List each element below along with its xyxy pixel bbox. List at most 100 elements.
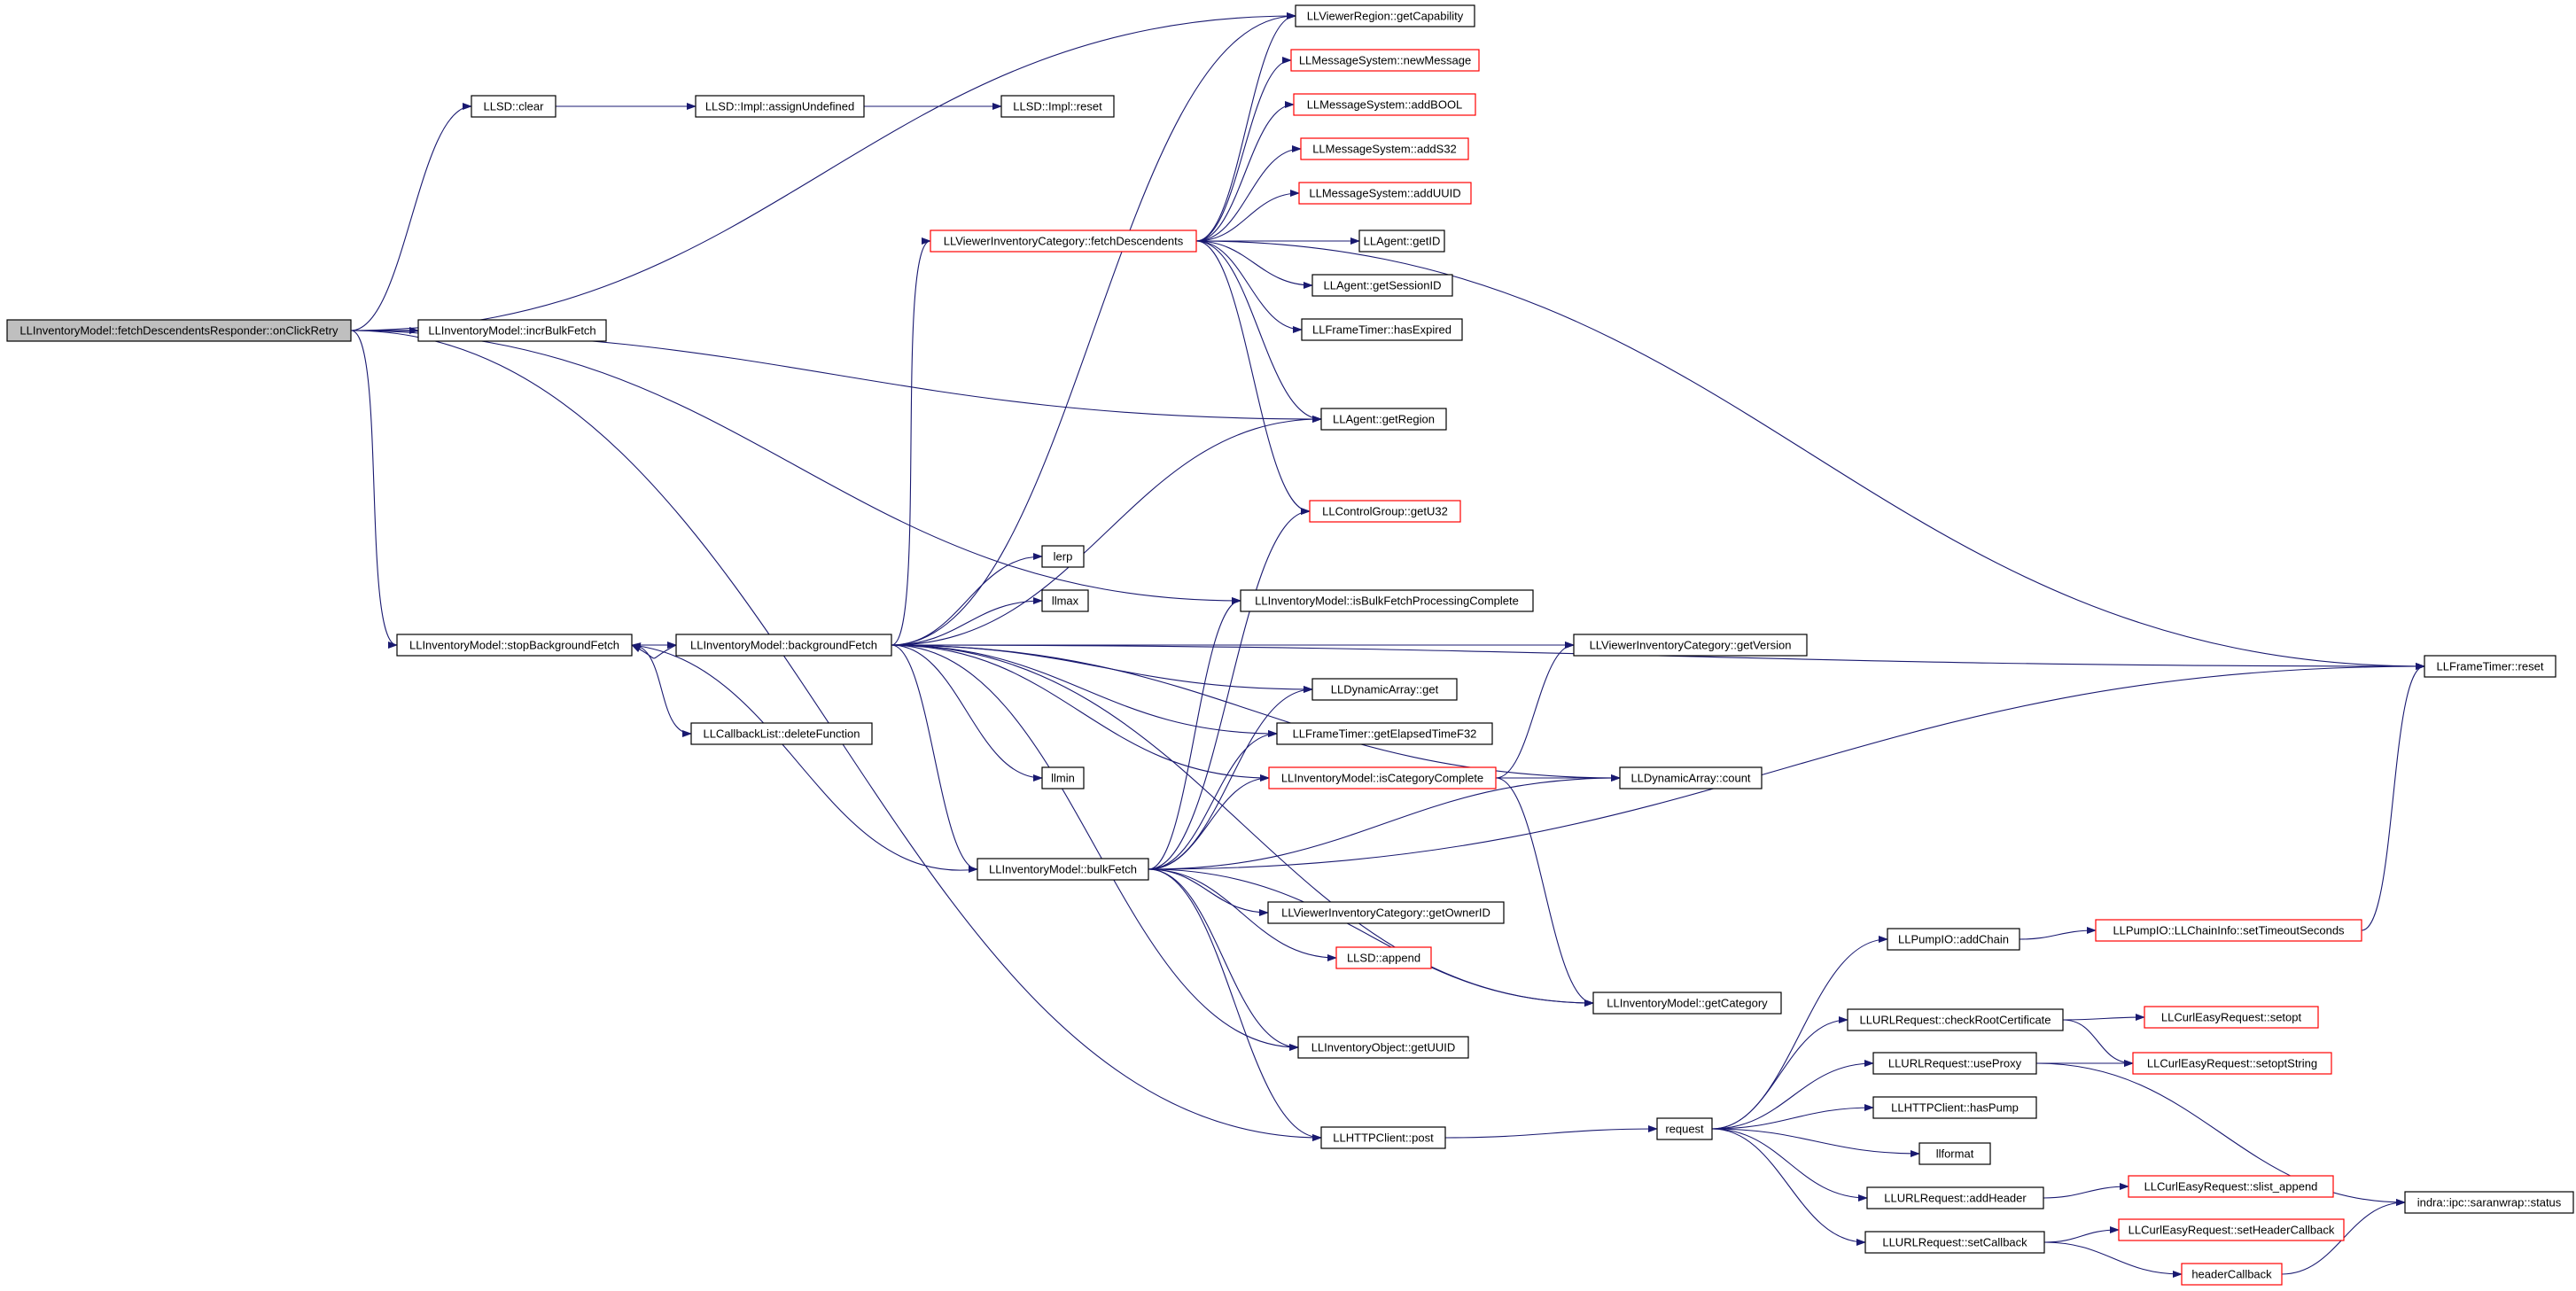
node-llinventorymodel-backgroundfetch[interactable]: LLInventoryModel::backgroundFetch bbox=[675, 634, 892, 657]
node-llcurleasyrequest-setopt[interactable]: LLCurlEasyRequest::setopt bbox=[2144, 1006, 2319, 1029]
node-lldynamicarray-count[interactable]: LLDynamicArray::count bbox=[1619, 766, 1763, 789]
node-box bbox=[396, 634, 633, 657]
node-llviewerinventorycategory-getversion[interactable]: LLViewerInventoryCategory::getVersion bbox=[1573, 634, 1808, 657]
node-llinventoryobject-getuuid[interactable]: LLInventoryObject::getUUID bbox=[1297, 1036, 1469, 1059]
node-llurlrequest-checkrootcertificate[interactable]: LLURLRequest::checkRootCertificate bbox=[1847, 1008, 2064, 1031]
call-edge-bulk_fetch-to-stop_bg bbox=[631, 642, 978, 871]
node-llsd-clear[interactable]: LLSD::clear bbox=[471, 95, 556, 118]
node-llinventorymodel-getcategory[interactable]: LLInventoryModel::getCategory bbox=[1592, 992, 1782, 1015]
node-box bbox=[2095, 919, 2362, 942]
call-edges bbox=[350, 12, 2425, 1278]
node-llmessagesystem-adduuid[interactable]: LLMessageSystem::addUUID bbox=[1298, 182, 1472, 205]
node-label: LLURLRequest::addHeader bbox=[1884, 1192, 2027, 1205]
node-label: LLViewerRegion::getCapability bbox=[1307, 10, 1464, 23]
node-llpumpio-llchaininfo-settimeoutseconds[interactable]: LLPumpIO::LLChainInfo::setTimeoutSeconds bbox=[2095, 919, 2362, 942]
node-llcurleasyrequest-slist-append[interactable]: LLCurlEasyRequest::slist_append bbox=[2128, 1175, 2334, 1198]
node-llinventorymodel-isbulkfetchprocessingcomplete[interactable]: LLInventoryModel::isBulkFetchProcessingC… bbox=[1240, 589, 1534, 612]
node-llinventorymodel-iscategorycomplete[interactable]: LLInventoryModel::isCategoryComplete bbox=[1268, 766, 1497, 789]
node-box bbox=[471, 95, 556, 118]
node-llsd-impl-assignundefined[interactable]: LLSD::Impl::assignUndefined bbox=[695, 95, 865, 118]
node-llviewerregion-getcapability[interactable]: LLViewerRegion::getCapability bbox=[1295, 4, 1475, 27]
node-box bbox=[675, 634, 892, 657]
node-box bbox=[1041, 545, 1085, 568]
node-label: lerp bbox=[1054, 550, 1073, 564]
node-llhttpclient-post[interactable]: LLHTTPClient::post bbox=[1320, 1126, 1446, 1149]
node-llformat[interactable]: llformat bbox=[1918, 1142, 1991, 1165]
call-edge-bg_fetch-to-stop_bg bbox=[631, 644, 677, 659]
node-llframetimer-getelapsedtimef32[interactable]: LLFrameTimer::getElapsedTimeF32 bbox=[1276, 722, 1493, 745]
call-edge-bg_fetch-to-fetch_desc bbox=[891, 237, 931, 646]
node-label: LLViewerInventoryCategory::getOwnerID bbox=[1281, 906, 1490, 920]
node-label: LLViewerInventoryCategory::getVersion bbox=[1590, 639, 1792, 652]
node-llinventorymodel-bulkfetch[interactable]: LLInventoryModel::bulkFetch bbox=[977, 858, 1149, 881]
call-edge-bulk_fetch-to-llsd_append bbox=[1148, 868, 1337, 961]
call-edge-set_callback-to-set_header_cb bbox=[2043, 1226, 2120, 1243]
node-llurlrequest-addheader[interactable]: LLURLRequest::addHeader bbox=[1866, 1186, 2044, 1209]
node-label: LLFrameTimer::hasExpired bbox=[1312, 323, 1451, 337]
node-headercallback[interactable]: headerCallback bbox=[2181, 1263, 2283, 1286]
call-edge-bg_fetch-to-is_cat_complete bbox=[891, 644, 1270, 782]
call-edge-http_post-to-request bbox=[1444, 1125, 1658, 1139]
node-llsd-impl-reset[interactable]: LLSD::Impl::reset bbox=[1000, 95, 1115, 118]
call-edge-fetch_desc-to-add_s32 bbox=[1195, 145, 1302, 242]
node-llsd-append[interactable]: LLSD::append bbox=[1335, 946, 1432, 969]
node-box bbox=[6, 319, 352, 342]
node-llmin[interactable]: llmin bbox=[1041, 766, 1085, 789]
node-llmessagesystem-adds32[interactable]: LLMessageSystem::addS32 bbox=[1300, 137, 1469, 160]
call-edge-use_proxy-to-saranwrap bbox=[2035, 1062, 2406, 1206]
node-request[interactable]: request bbox=[1656, 1117, 1713, 1140]
node-lldynamicarray-get[interactable]: LLDynamicArray::get bbox=[1311, 678, 1458, 701]
node-label: llformat bbox=[1936, 1147, 1974, 1161]
node-indra-ipc-saranwrap-status[interactable]: indra::ipc::saranwrap::status bbox=[2404, 1191, 2574, 1214]
call-edge-bulk_fetch-to-ctrl_u32 bbox=[1148, 508, 1311, 870]
node-llpumpio-addchain[interactable]: LLPumpIO::addChain bbox=[1887, 928, 2020, 951]
node-box bbox=[1872, 1052, 2037, 1075]
call-edge-fetch_desc-to-timer_reset bbox=[1195, 240, 2425, 670]
node-llviewerinventorycategory-fetchdescendents[interactable]: LLViewerInventoryCategory::fetchDescende… bbox=[930, 229, 1197, 253]
node-label: LLInventoryObject::getUUID bbox=[1311, 1041, 1456, 1054]
call-edge-bg_fetch-to-lerp bbox=[891, 553, 1043, 646]
call-edge-pump_timeout-to-timer_reset bbox=[2361, 663, 2425, 931]
node-llagent-getsessionid[interactable]: LLAgent::getSessionID bbox=[1311, 274, 1453, 297]
node-llagent-getid[interactable]: LLAgent::getID bbox=[1358, 229, 1445, 253]
node-label: LLSD::Impl::assignUndefined bbox=[705, 100, 854, 113]
node-llmessagesystem-addbool[interactable]: LLMessageSystem::addBOOL bbox=[1293, 93, 1476, 116]
node-label: llmin bbox=[1051, 772, 1075, 785]
node-label: LLDynamicArray::count bbox=[1630, 772, 1750, 785]
call-edge-request-to-add_header bbox=[1711, 1128, 1868, 1202]
node-box bbox=[1293, 93, 1476, 116]
node-llhttpclient-haspump[interactable]: LLHTTPClient::hasPump bbox=[1872, 1096, 2037, 1119]
node-box bbox=[1290, 49, 1480, 72]
node-llmax[interactable]: llmax bbox=[1041, 589, 1089, 612]
node-llviewerinventorycategory-getownerid[interactable]: LLViewerInventoryCategory::getOwnerID bbox=[1267, 901, 1505, 924]
node-llcontrolgroup-getu32[interactable]: LLControlGroup::getU32 bbox=[1309, 500, 1461, 523]
node-label: LLCurlEasyRequest::slist_append bbox=[2144, 1180, 2318, 1194]
node-label: LLCallbackList::deleteFunction bbox=[703, 727, 860, 741]
node-llinventorymodel-incrbulkfetch[interactable]: LLInventoryModel::incrBulkFetch bbox=[417, 319, 607, 342]
node-label: LLCurlEasyRequest::setHeaderCallback bbox=[2129, 1224, 2335, 1237]
node-lerp[interactable]: lerp bbox=[1041, 545, 1085, 568]
node-llcurleasyrequest-setoptstring[interactable]: LLCurlEasyRequest::setoptString bbox=[2132, 1052, 2332, 1075]
node-llframetimer-reset[interactable]: LLFrameTimer::reset bbox=[2424, 655, 2557, 678]
node-llcallbacklist-deletefunction[interactable]: LLCallbackList::deleteFunction bbox=[690, 722, 873, 745]
node-llframetimer-hasexpired[interactable]: LLFrameTimer::hasExpired bbox=[1301, 318, 1463, 341]
call-edge-is_cat_complete-to-get_version bbox=[1495, 642, 1575, 779]
node-llurlrequest-useproxy[interactable]: LLURLRequest::useProxy bbox=[1872, 1052, 2037, 1075]
node-box bbox=[1573, 634, 1808, 657]
node-box bbox=[1268, 766, 1497, 789]
node-llmessagesystem-newmessage[interactable]: LLMessageSystem::newMessage bbox=[1290, 49, 1480, 72]
call-edge-bg_fetch-to-get_capability bbox=[891, 12, 1296, 646]
node-box bbox=[1887, 928, 2020, 951]
node-llcurleasyrequest-setheadercallback[interactable]: LLCurlEasyRequest::setHeaderCallback bbox=[2118, 1218, 2345, 1241]
node-label: LLInventoryModel::getCategory bbox=[1607, 997, 1768, 1010]
node-llurlrequest-setcallback[interactable]: LLURLRequest::setCallback bbox=[1864, 1231, 2045, 1254]
call-edge-set_callback-to-header_cb bbox=[2043, 1241, 2183, 1278]
node-llinventorymodel-fetchdescendentsresponder-onclickretry[interactable]: LLInventoryModel::fetchDescendentsRespon… bbox=[6, 319, 352, 342]
node-llagent-getregion[interactable]: LLAgent::getRegion bbox=[1320, 408, 1447, 431]
node-box bbox=[690, 722, 873, 745]
node-label: llmax bbox=[1052, 595, 1079, 608]
node-label: LLMessageSystem::addS32 bbox=[1312, 143, 1457, 156]
call-edge-fetch_desc-to-new_message bbox=[1195, 57, 1292, 242]
call-edge-root-to-llsd_clear bbox=[350, 103, 472, 331]
node-llinventorymodel-stopbackgroundfetch[interactable]: LLInventoryModel::stopBackgroundFetch bbox=[396, 634, 633, 657]
